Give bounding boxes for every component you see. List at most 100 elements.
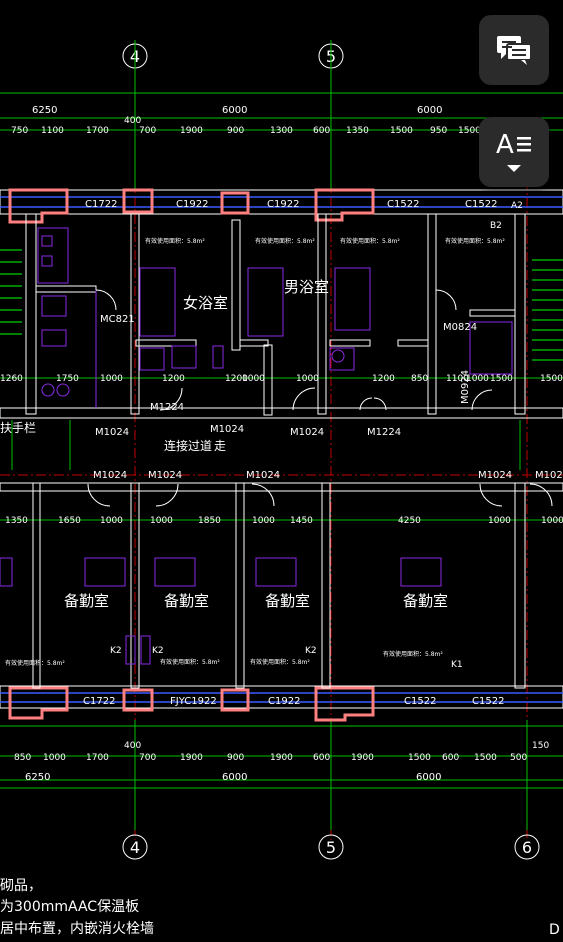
svg-text:1500: 1500 — [458, 126, 481, 136]
note-line-2: 为300mmAAC保温板 — [0, 899, 139, 915]
svg-text:600: 600 — [313, 753, 330, 763]
room-connecting-corridor: 连接过道 — [164, 438, 212, 453]
interior-walls — [0, 213, 563, 689]
svg-text:有效使用面积：5.8m²: 有效使用面积：5.8m² — [340, 237, 400, 245]
text-format-button[interactable]: A — [479, 117, 549, 187]
svg-text:1000: 1000 — [150, 516, 173, 526]
svg-text:M1024: M1024 — [148, 470, 182, 481]
svg-text:150: 150 — [532, 741, 549, 751]
axis-bubble-bottom-6: 6 — [514, 834, 540, 860]
axis-bubble-bottom-4: 4 — [122, 834, 148, 860]
svg-text:500: 500 — [510, 753, 527, 763]
room-standby-1: 备勤室 — [64, 592, 109, 610]
svg-text:1100: 1100 — [41, 126, 64, 136]
room-data-tables — [0, 557, 442, 587]
svg-text:6000: 6000 — [222, 772, 247, 783]
svg-text:C1522: C1522 — [472, 696, 504, 707]
svg-text:6250: 6250 — [25, 772, 50, 783]
svg-text:A: A — [496, 130, 514, 160]
stair-left — [0, 249, 22, 335]
svg-text:1700: 1700 — [86, 753, 109, 763]
svg-text:6000: 6000 — [416, 772, 441, 783]
svg-text:有效使用面积：5.8m²: 有效使用面积：5.8m² — [145, 237, 205, 245]
room-mens-restroom: 男浴室 — [284, 278, 329, 296]
svg-text:1750: 1750 — [56, 374, 79, 384]
svg-text:1500: 1500 — [474, 753, 497, 763]
svg-text:有效使用面积：5.8m²: 有效使用面积：5.8m² — [383, 650, 443, 658]
svg-text:1350: 1350 — [346, 126, 369, 136]
vent-labels: K2 K2 K2 K1 B2 A2 — [110, 201, 523, 670]
svg-text:1000: 1000 — [252, 516, 275, 526]
svg-text:有效使用面积：5.8m²: 有效使用面积：5.8m² — [5, 659, 65, 667]
svg-text:1000: 1000 — [242, 374, 265, 384]
svg-text:1500: 1500 — [540, 374, 563, 384]
dimension-labels-bottom-total: 6250 6000 6000 — [25, 772, 441, 783]
svg-text:6000: 6000 — [417, 105, 442, 116]
svg-text:有效使用面积：5.8m²: 有效使用面积：5.8m² — [445, 237, 505, 245]
room-standby-4: 备勤室 — [403, 592, 448, 610]
svg-text:M1024: M1024 — [478, 470, 512, 481]
svg-text:850: 850 — [411, 374, 428, 384]
note-line-3: 居中布置，内嵌消火栓墙 — [0, 921, 154, 937]
window-frames-bottom — [8, 686, 375, 722]
svg-text:C1722: C1722 — [85, 199, 117, 210]
svg-text:1900: 1900 — [270, 753, 293, 763]
svg-text:M1224: M1224 — [367, 427, 401, 438]
svg-text:700: 700 — [139, 126, 156, 136]
svg-text:1300: 1300 — [270, 126, 293, 136]
svg-text:1000: 1000 — [100, 374, 123, 384]
svg-text:M0924: M0924 — [460, 370, 471, 404]
svg-text:K2: K2 — [110, 646, 122, 656]
svg-text:A2: A2 — [511, 201, 523, 211]
axis-label-bottom-4: 4 — [130, 838, 140, 857]
exterior-wall-bottom — [0, 685, 563, 709]
svg-text:1850: 1850 — [198, 516, 221, 526]
svg-text:MC821: MC821 — [100, 314, 135, 325]
svg-text:6000: 6000 — [222, 105, 247, 116]
svg-text:1500: 1500 — [390, 126, 413, 136]
svg-text:1450: 1450 — [290, 516, 313, 526]
svg-text:1260: 1260 — [0, 374, 23, 384]
notes: 砌品， 为300mmAAC保温板 居中布置，内嵌消火栓墙 — [0, 878, 154, 937]
svg-text:1000: 1000 — [100, 516, 123, 526]
svg-text:C1922: C1922 — [268, 696, 300, 707]
room-handrail: 扶手栏 — [0, 420, 36, 435]
svg-text:有效使用面积：5.8m²: 有效使用面积：5.8m² — [160, 658, 220, 666]
exterior-wall-top — [0, 189, 563, 215]
svg-text:950: 950 — [430, 126, 447, 136]
dimension-labels-middle: 1350 1650 1000 1000 1850 1000 1450 4250 … — [5, 516, 563, 526]
room-standby-3: 备勤室 — [265, 592, 310, 610]
window-frames-top — [8, 188, 375, 224]
room-labels: 女浴室 男浴室 连接过道 扶手栏 走 备勤室 备勤室 备勤室 备勤室 — [0, 278, 448, 610]
comments-button[interactable] — [479, 15, 549, 85]
svg-text:1000: 1000 — [296, 374, 319, 384]
svg-text:C1522: C1522 — [465, 199, 497, 210]
comments-icon — [495, 34, 533, 66]
room-womens-restroom: 女浴室 — [183, 294, 228, 312]
svg-text:C1722: C1722 — [83, 696, 115, 707]
window-labels-bottom: C1722 FJYC1922 C1922 C1522 C1522 — [83, 696, 504, 707]
axis-bubble-bottom-5: 5 — [318, 834, 344, 860]
door-labels: MC821 M0824 M1224 M1024 M1024 M1224 M102… — [93, 314, 563, 481]
svg-text:1000: 1000 — [541, 516, 563, 526]
svg-text:C1922: C1922 — [176, 199, 208, 210]
svg-text:M1024: M1024 — [246, 470, 280, 481]
text-format-icon: A — [494, 127, 534, 177]
corner-mark: D — [549, 922, 560, 938]
svg-text:1700: 1700 — [86, 126, 109, 136]
svg-text:M1024: M1024 — [93, 470, 127, 481]
svg-text:1200: 1200 — [162, 374, 185, 384]
axis-centerlines — [0, 70, 563, 840]
svg-text:1900: 1900 — [180, 753, 203, 763]
axis-label-bottom-5: 5 — [326, 838, 336, 857]
svg-text:C1922: C1922 — [267, 199, 299, 210]
furniture-fixtures — [37, 227, 513, 665]
door-swings — [87, 289, 553, 507]
svg-text:M1024: M1024 — [210, 424, 244, 435]
svg-text:750: 750 — [11, 126, 28, 136]
svg-text:1100: 1100 — [446, 374, 469, 384]
svg-text:1650: 1650 — [58, 516, 81, 526]
svg-text:1900: 1900 — [180, 126, 203, 136]
